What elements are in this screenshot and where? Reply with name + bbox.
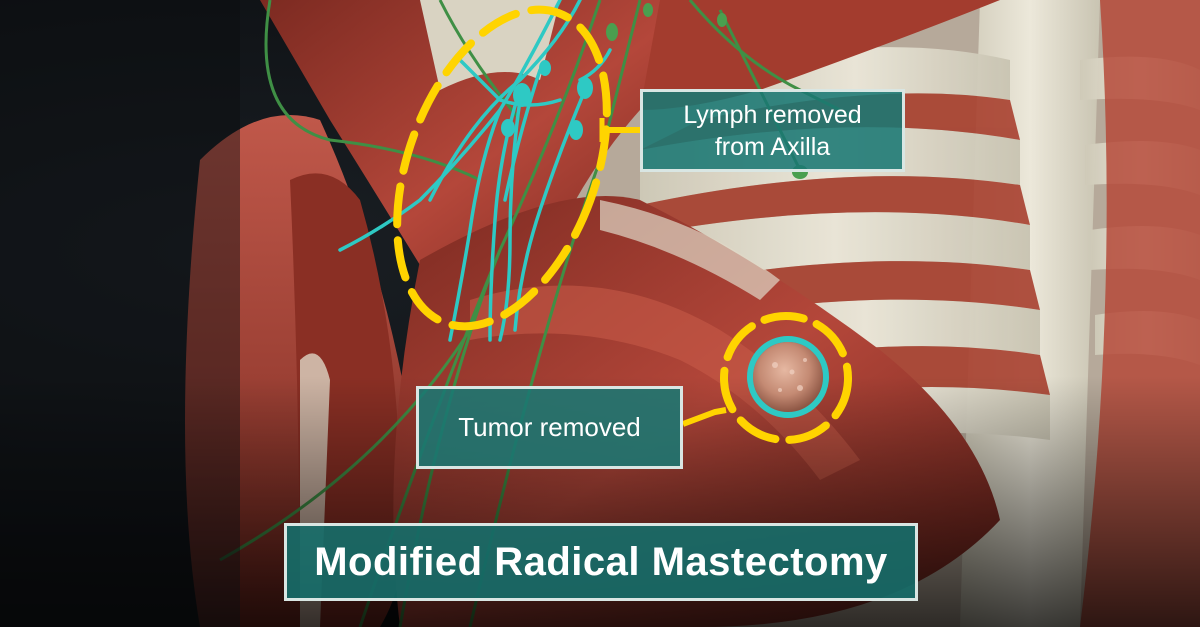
lymph-label-line1: Lymph removed — [683, 100, 862, 129]
title-banner: Modified Radical Mastectomy — [284, 523, 918, 601]
tumor-mass-icon — [753, 342, 823, 412]
page-title: Modified Radical Mastectomy — [314, 539, 888, 584]
dashed-ellipse-axilla-icon — [393, 5, 611, 331]
tumor-label-box: Tumor removed — [416, 386, 683, 469]
dashed-circle-tumor-icon — [720, 312, 852, 444]
tumor-label: Tumor removed — [458, 412, 641, 442]
lymph-label-line2: from Axilla — [714, 132, 831, 161]
lymph-label-box: Lymph removed from Axilla — [640, 89, 905, 172]
tumor-outline — [747, 336, 829, 418]
tumor-leader-line — [681, 407, 727, 427]
tumor-texture — [772, 358, 807, 392]
